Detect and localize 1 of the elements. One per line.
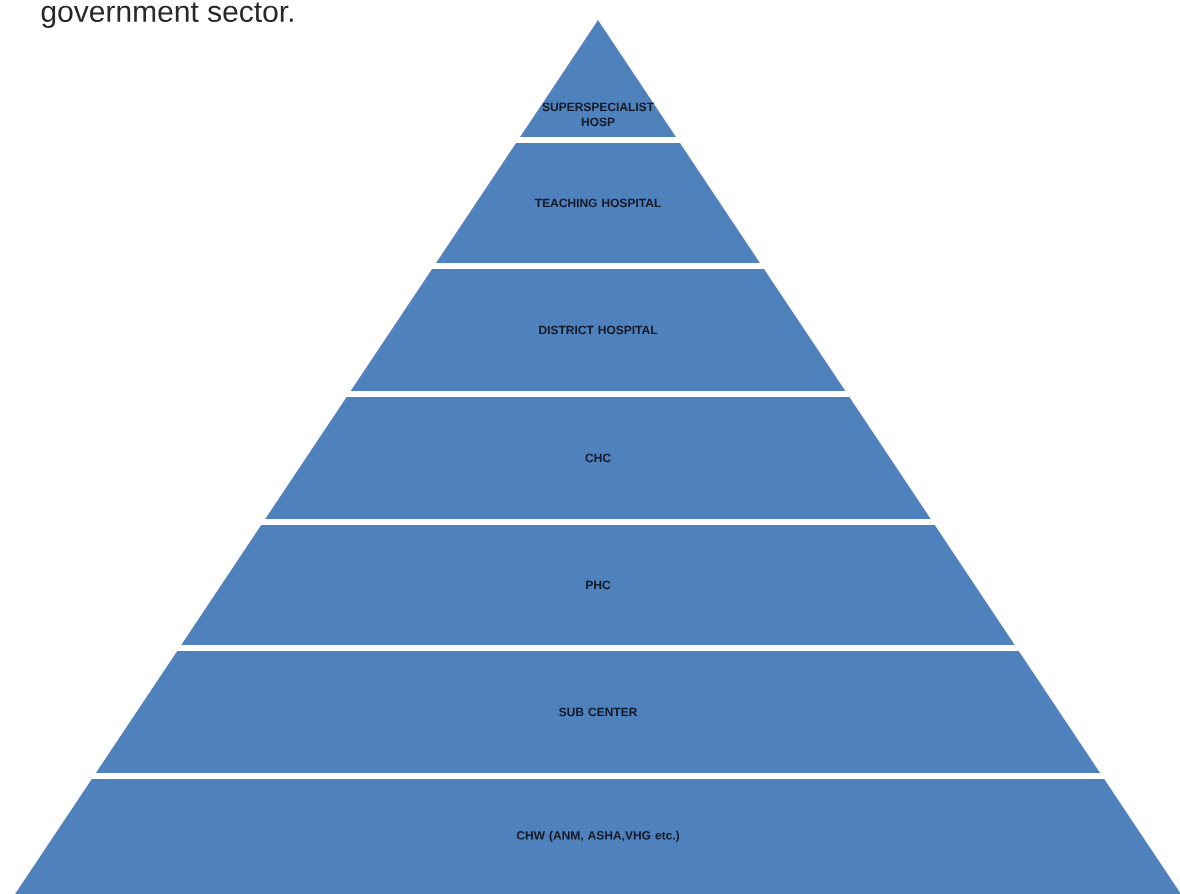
caption-text: government sector. [41,2,293,28]
